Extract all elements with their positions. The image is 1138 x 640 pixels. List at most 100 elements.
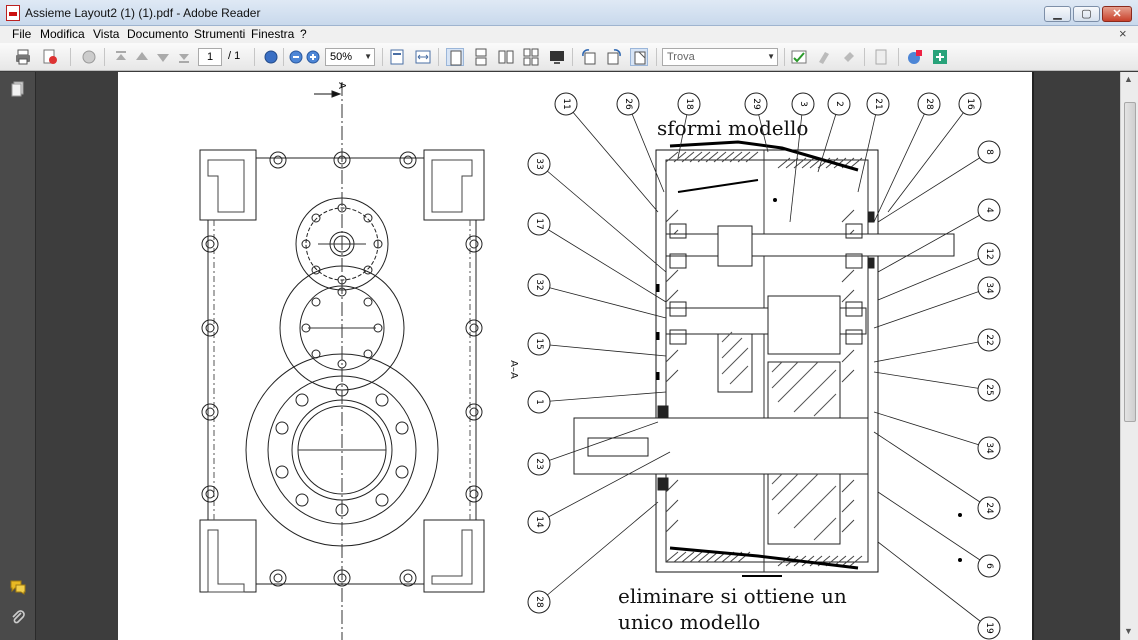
balloon-left-circle — [527, 212, 551, 236]
minimize-button[interactable]: ▁ — [1044, 6, 1071, 22]
full-screen-icon[interactable] — [548, 48, 566, 66]
menu-strumenti[interactable]: Strumenti — [194, 27, 246, 41]
fit-page-icon[interactable] — [388, 48, 406, 66]
document-icon[interactable] — [872, 48, 890, 66]
select-tool-icon[interactable] — [262, 48, 280, 66]
balloon-right-label: 34 — [984, 442, 994, 454]
balloon-top-label: 26 — [623, 98, 633, 110]
print-icon[interactable] — [14, 48, 32, 66]
balloon-top-circle — [554, 92, 578, 116]
balloon-left-circle — [527, 273, 551, 297]
balloon-top-circle — [866, 92, 890, 116]
read-mode-icon[interactable] — [630, 48, 648, 66]
zoom-in-icon[interactable] — [304, 48, 322, 66]
page-total: / 1 — [228, 50, 241, 62]
menu-vista[interactable]: Vista — [93, 27, 120, 41]
scroll-up-icon[interactable]: ▲ — [1124, 74, 1133, 84]
previous-page-icon[interactable] — [133, 48, 151, 66]
balloon-top-label: 2 — [834, 101, 844, 107]
create-pdf-icon[interactable] — [906, 48, 924, 66]
balloon-right-circle — [977, 554, 1001, 578]
balloon-right-label: 19 — [984, 622, 994, 634]
balloon-right-circle — [977, 436, 1001, 460]
toolbar: 1 / 1 50% ▼ — [0, 43, 1138, 71]
menu-bar: File Modifica Vista Documento Strumenti … — [0, 26, 1138, 43]
balloon-left-label: 32 — [534, 279, 544, 290]
balloon-right-label: 34 — [984, 282, 994, 294]
balloon-left-label: 17 — [534, 218, 544, 229]
balloon-left-label: 28 — [534, 596, 544, 608]
two-page-view-icon[interactable] — [497, 48, 515, 66]
balloon-left-circle — [527, 390, 551, 414]
attachments-icon[interactable] — [9, 608, 27, 626]
rotate-right-icon[interactable] — [605, 48, 623, 66]
balloon-left-label: 33 — [534, 158, 544, 169]
menu-finestra[interactable]: Finestra — [251, 27, 295, 41]
balloon-top-label: 29 — [751, 98, 761, 110]
balloon-top-circle — [744, 92, 768, 116]
menu-modifica[interactable]: Modifica — [40, 27, 85, 41]
vertical-scrollbar[interactable]: ▲ ▼ — [1120, 72, 1138, 640]
section-label: A–A — [507, 360, 519, 379]
balloon-right-label: 22 — [984, 334, 994, 345]
balloon-right-circle — [977, 328, 1001, 352]
balloon-top-label: 28 — [924, 98, 934, 110]
menu-help[interactable]: ? — [300, 27, 307, 41]
maximize-button[interactable]: ▢ — [1073, 6, 1100, 22]
share-icon[interactable] — [41, 48, 59, 66]
rotate-left-icon[interactable] — [580, 48, 598, 66]
zoom-level-select[interactable]: 50% ▼ — [325, 48, 375, 66]
menu-file[interactable]: File — [12, 27, 32, 41]
balloon-top-label: 21 — [873, 98, 883, 109]
balloon-top-label: 16 — [965, 98, 975, 110]
zoom-out-icon[interactable] — [287, 48, 305, 66]
balloon-right-label: 8 — [984, 149, 994, 155]
comments-icon[interactable] — [9, 578, 27, 596]
fit-width-icon[interactable] — [414, 48, 432, 66]
balloon-top-circle — [616, 92, 640, 116]
balloon-top-circle — [917, 92, 941, 116]
last-page-icon[interactable] — [175, 48, 193, 66]
close-button[interactable]: ✕ — [1102, 6, 1132, 22]
balloon-right-circle — [977, 140, 1001, 164]
balloon-top-circle — [677, 92, 701, 116]
single-page-view-icon[interactable] — [446, 48, 464, 66]
next-page-icon[interactable] — [154, 48, 172, 66]
two-page-scroll-icon[interactable] — [522, 48, 540, 66]
annotation-top: sformi modello — [657, 116, 809, 140]
balloon-top-label: 11 — [561, 98, 571, 109]
first-page-icon[interactable] — [112, 48, 130, 66]
page-number-input[interactable]: 1 — [198, 48, 222, 66]
find-input[interactable]: Trova ▼ — [662, 48, 778, 66]
sign-icon[interactable] — [931, 48, 949, 66]
balloon-right-label: 25 — [984, 384, 994, 395]
collaborate-icon[interactable] — [80, 48, 98, 66]
spell-check-icon[interactable] — [790, 48, 808, 66]
balloon-left-circle — [527, 590, 551, 614]
close-document-icon[interactable]: × — [1119, 26, 1127, 41]
balloon-right-circle — [977, 276, 1001, 300]
balloon-left-label: 14 — [534, 516, 544, 528]
scroll-down-icon[interactable]: ▼ — [1124, 626, 1133, 636]
pages-icon[interactable] — [9, 80, 27, 98]
balloon-left-circle — [527, 452, 551, 476]
zoom-level-value: 50% — [330, 51, 353, 63]
balloon-right-label: 12 — [984, 248, 994, 259]
scrollbar-thumb[interactable] — [1124, 102, 1136, 422]
page-shadow — [1032, 72, 1034, 640]
balloon-top-label: 3 — [798, 101, 808, 107]
balloon-right-label: 4 — [984, 207, 994, 213]
stamp-icon[interactable] — [840, 48, 858, 66]
balloon-right-circle — [977, 378, 1001, 402]
balloon-left-circle — [527, 332, 551, 356]
balloon-top-circle — [827, 92, 851, 116]
balloon-top-label: 18 — [684, 98, 694, 110]
menu-documento[interactable]: Documento — [127, 27, 189, 41]
balloon-left-label: 1 — [534, 399, 544, 405]
balloon-left-label: 23 — [534, 458, 544, 469]
section-mark: A — [335, 82, 347, 89]
highlight-icon[interactable] — [815, 48, 833, 66]
continuous-view-icon[interactable] — [472, 48, 490, 66]
